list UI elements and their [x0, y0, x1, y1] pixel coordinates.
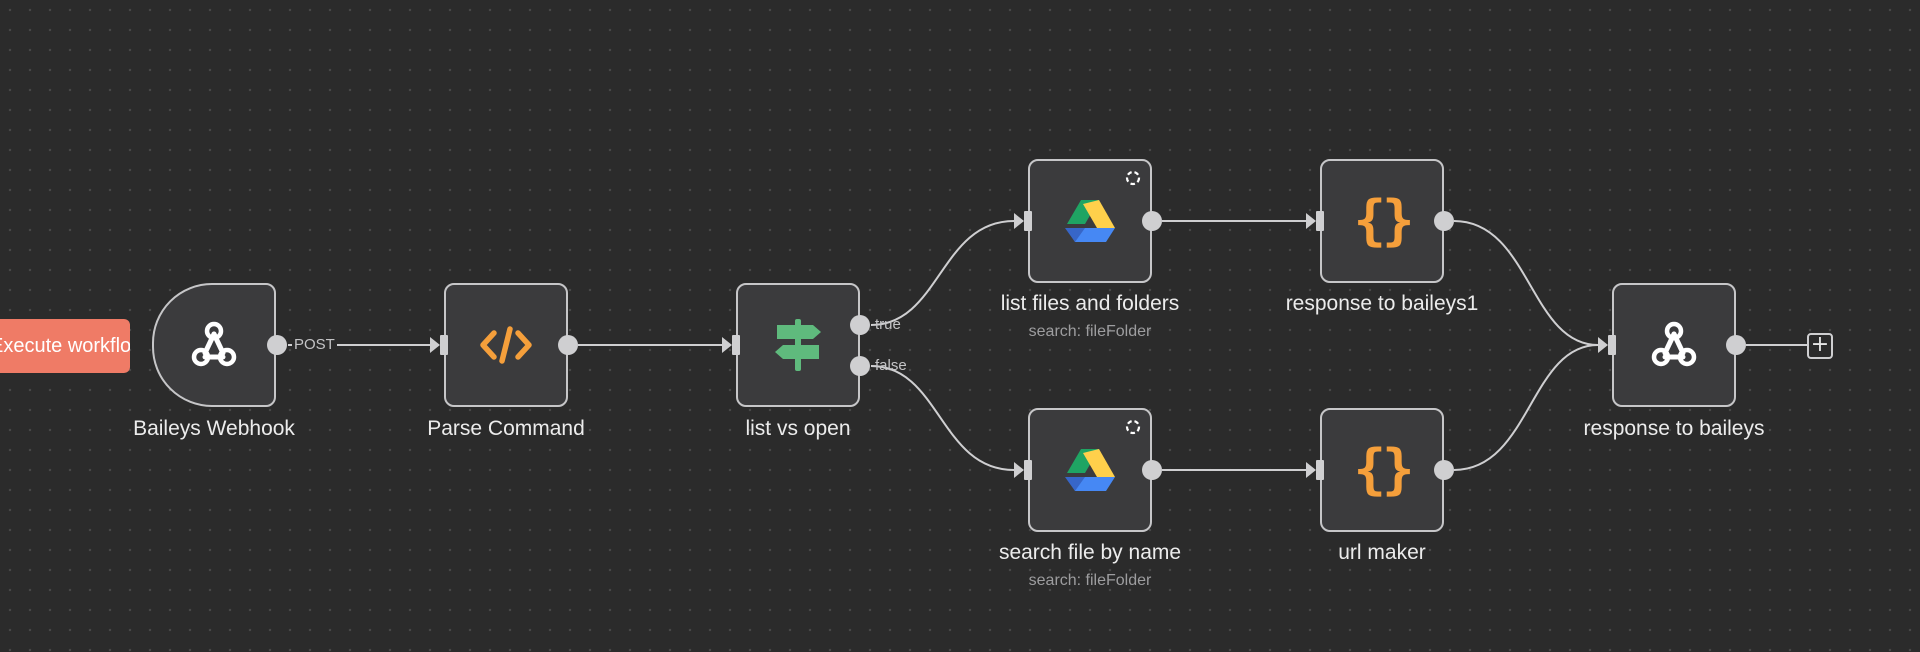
output-port-false[interactable]	[850, 356, 870, 376]
input-port[interactable]	[1608, 335, 1616, 355]
output-port[interactable]	[1142, 211, 1162, 231]
node-label-list-files-and-folders: list files and folders	[1000, 292, 1180, 315]
arrow-head	[430, 337, 440, 353]
connection-url-maker-to-response	[1453, 344, 1599, 471]
output-port[interactable]	[1142, 460, 1162, 480]
node-response-to-baileys1[interactable]: {}	[1320, 159, 1444, 283]
node-label-parse-command: Parse Command	[427, 417, 585, 440]
edge-label-false: false	[875, 357, 907, 374]
input-port[interactable]	[1316, 460, 1324, 480]
connection-true-to-list-files	[870, 220, 1015, 326]
node-subtitle-list-files-and-folders: search: fileFolder	[1028, 323, 1152, 340]
webhook-icon	[186, 319, 242, 371]
node-label-url-maker: url maker	[1338, 541, 1426, 564]
output-port[interactable]	[1434, 211, 1454, 231]
node-label-baileys-webhook: Baileys Webhook	[133, 417, 295, 440]
input-port[interactable]	[1024, 211, 1032, 231]
node-label-list-vs-open: list vs open	[745, 417, 851, 440]
execute-workflow-button[interactable]: Execute workflow	[0, 319, 130, 373]
node-list-vs-open[interactable]	[736, 283, 860, 407]
input-port[interactable]	[1024, 460, 1032, 480]
node-label-response-to-baileys1: response to baileys1	[1285, 292, 1479, 315]
braces-icon: {}	[1353, 438, 1414, 501]
output-port-true[interactable]	[850, 315, 870, 335]
node-label-search-file-by-name: search file by name	[998, 541, 1182, 564]
input-port[interactable]	[440, 335, 448, 355]
code-icon	[479, 324, 533, 366]
input-port[interactable]	[732, 335, 740, 355]
output-port[interactable]	[267, 335, 287, 355]
google-drive-icon	[1063, 447, 1117, 493]
node-search-file-by-name[interactable]	[1028, 408, 1152, 532]
node-response-to-baileys[interactable]	[1612, 283, 1736, 407]
node-parse-command[interactable]	[444, 283, 568, 407]
node-label-response-to-baileys: response to baileys	[1583, 417, 1765, 440]
add-node-button[interactable]: +	[1807, 333, 1833, 359]
node-baileys-webhook[interactable]	[152, 283, 276, 407]
arrow-head	[1306, 462, 1316, 478]
signpost-icon	[771, 317, 825, 373]
node-subtitle-search-file-by-name: search: fileFolder	[1028, 572, 1152, 589]
arrow-head	[1014, 462, 1024, 478]
node-list-files-and-folders[interactable]	[1028, 159, 1152, 283]
edge-label-true: true	[875, 316, 901, 333]
edge-label-post: POST	[292, 336, 337, 353]
braces-icon: {}	[1353, 189, 1414, 252]
node-url-maker[interactable]: {}	[1320, 408, 1444, 532]
loading-spinner-icon	[1125, 419, 1141, 435]
output-port[interactable]	[1434, 460, 1454, 480]
arrow-head	[1306, 213, 1316, 229]
output-port[interactable]	[1726, 335, 1746, 355]
arrow-head	[1014, 213, 1024, 229]
google-drive-icon	[1063, 198, 1117, 244]
webhook-icon	[1646, 319, 1702, 371]
arrow-head	[1598, 337, 1608, 353]
connection-response1-to-response	[1453, 220, 1599, 346]
output-port[interactable]	[558, 335, 578, 355]
connection-false-to-search-file	[870, 365, 1015, 471]
arrow-head	[722, 337, 732, 353]
input-port[interactable]	[1316, 211, 1324, 231]
loading-spinner-icon	[1125, 170, 1141, 186]
